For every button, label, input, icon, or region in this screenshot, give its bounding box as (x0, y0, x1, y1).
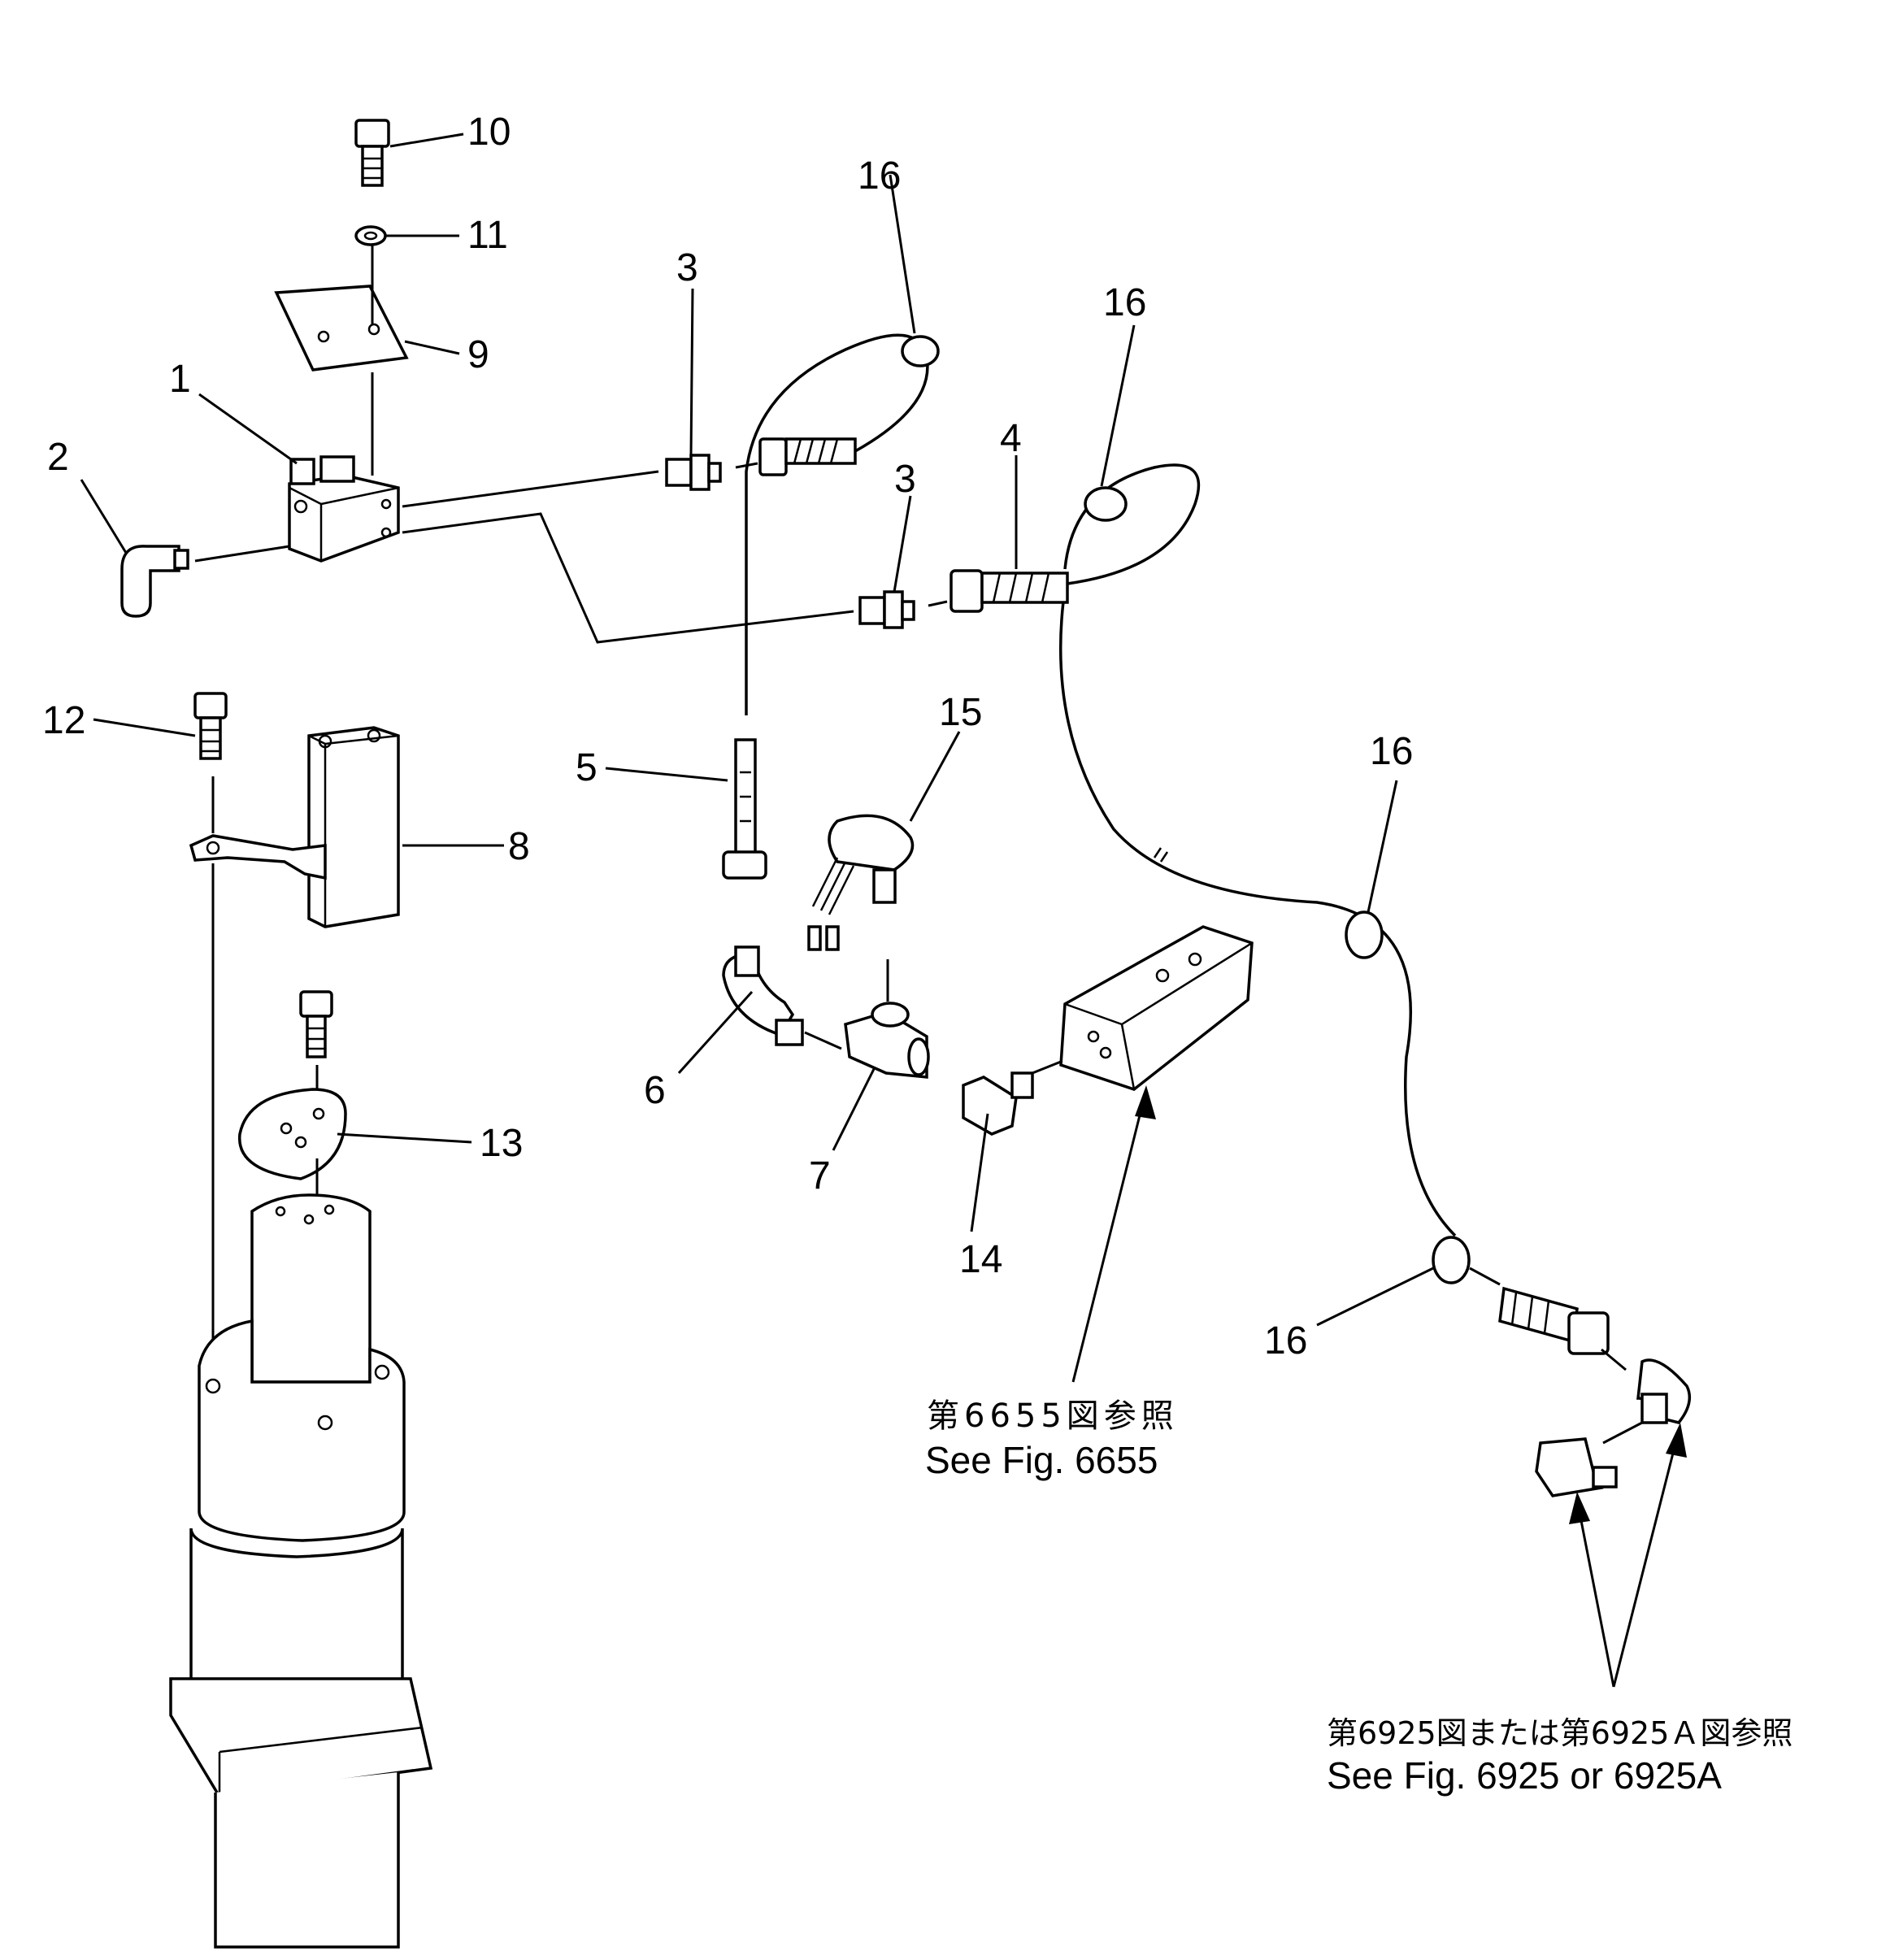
label-3-lower: 3 (894, 458, 916, 501)
plate-11 (274, 285, 409, 372)
tee-7 (844, 1002, 930, 1079)
label-5: 5 (576, 746, 598, 789)
hose-5 (722, 738, 767, 880)
label-16-b: 16 (1103, 281, 1146, 324)
label-13: 11 (467, 214, 508, 257)
label-16-d: 16 (1264, 1319, 1307, 1362)
label-10: 8 (508, 825, 530, 868)
label-11: 9 (467, 333, 489, 376)
label-8: 14 (959, 1238, 1002, 1281)
adapter-3-upper (665, 454, 722, 491)
clamp-16-low (1432, 1236, 1471, 1284)
bolt-12 (354, 119, 390, 187)
label-3-upper: 3 (676, 246, 698, 289)
elbow-fitting-2 (120, 545, 189, 618)
clamp-16-mid (1345, 910, 1384, 959)
bolt-15a (299, 990, 333, 1058)
bolt-14 (193, 692, 228, 760)
ref-6925-jp: 第6925図または第6925Ａ図参照 (1327, 1715, 1793, 1751)
ref-6655-jp: 第6655図参照 (927, 1397, 1179, 1435)
adapter-3-lower (858, 590, 915, 629)
washer-13 (354, 225, 387, 246)
label-2: 2 (47, 436, 69, 479)
bracket-10 (189, 726, 400, 928)
label-9: 15 (939, 691, 982, 734)
plate-15 (238, 1088, 347, 1180)
label-1: 1 (169, 358, 191, 401)
elbow-6 (722, 945, 804, 1046)
fitting-8 (962, 1071, 1034, 1136)
hose-upper (745, 333, 940, 715)
label-12: 10 (467, 111, 511, 154)
label-6: 6 (644, 1069, 666, 1112)
label-16-a: 16 (858, 154, 901, 198)
label-7: 7 (809, 1154, 831, 1197)
label-4: 4 (1000, 417, 1022, 460)
label-16-c: 16 (1370, 730, 1413, 773)
ref-6925-en: See Fig. 6925 or 6925A (1327, 1754, 1722, 1797)
valve-body-1 (288, 455, 400, 563)
hose-4 (950, 463, 1457, 1237)
hose-end-right (1498, 1286, 1692, 1497)
label-14: 12 (42, 699, 85, 742)
sensor-9 (807, 814, 915, 951)
cylinder-body (169, 1193, 433, 1949)
valve-block (1059, 925, 1254, 1091)
label-15: 13 (480, 1122, 523, 1165)
ref-6655-en: See Fig. 6655 (925, 1439, 1158, 1481)
